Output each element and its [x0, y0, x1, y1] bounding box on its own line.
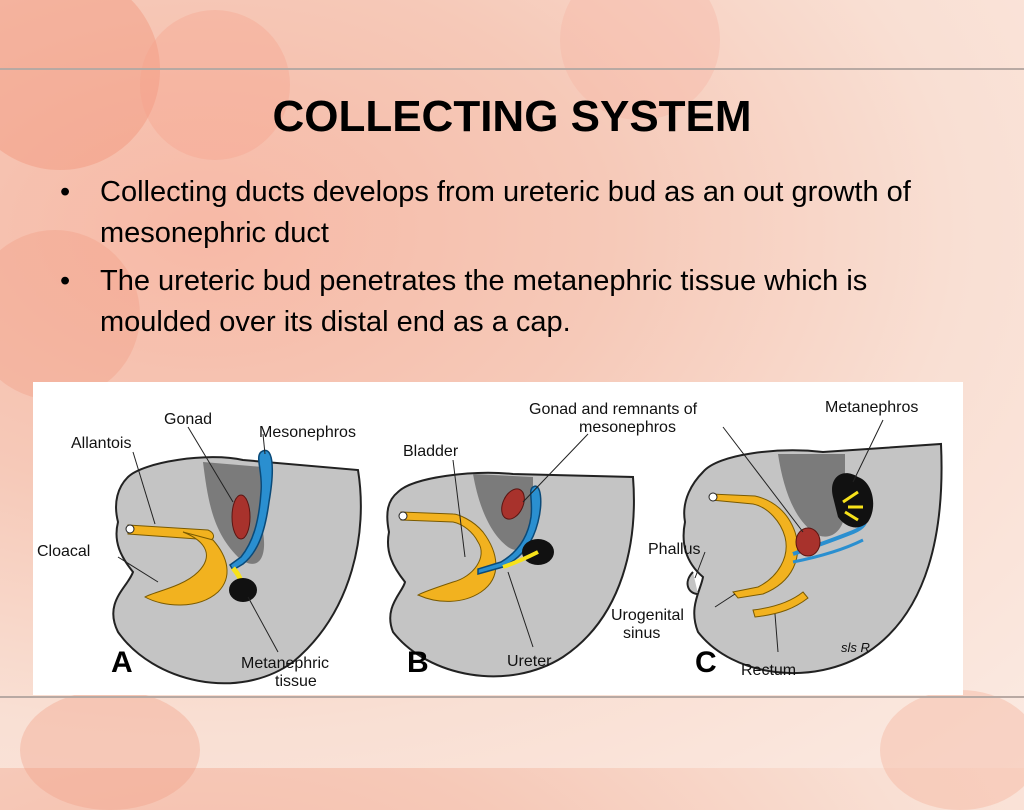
bullet-marker: •	[60, 176, 71, 208]
panel-b-drawing	[386, 433, 635, 678]
collecting-system-diagram: Gonad Mesonephros Allantois Cloacal Meta…	[37, 399, 943, 690]
label-cloacal: Cloacal	[37, 543, 90, 560]
label-rectum: Rectum	[741, 662, 796, 679]
top-divider	[0, 68, 1024, 70]
slide-title: COLLECTING SYSTEM	[272, 92, 752, 141]
decorative-flower	[880, 690, 1024, 810]
label-phallus: Phallus	[648, 541, 700, 558]
label-ureter: Ureter	[507, 653, 552, 670]
decorative-flower	[0, 0, 160, 170]
label-gonad: Gonad	[164, 411, 212, 428]
embryology-figure: Gonad Mesonephros Allantois Cloacal Meta…	[33, 382, 963, 695]
bottom-divider	[0, 696, 1024, 698]
label-gonad-remnants-mesonephros: mesonephros	[579, 419, 676, 436]
label-urogenital-sinus: sinus	[623, 625, 660, 642]
bullet-marker: •	[60, 265, 71, 297]
bullet-text: The ureteric bud penetrates the metaneph…	[100, 265, 868, 338]
label-metanephros: Metanephros	[825, 399, 918, 416]
label-metanephric-tissue: tissue	[275, 673, 317, 690]
bullet-item: • The ureteric bud penetrates the metane…	[58, 261, 958, 343]
bullet-text: Collecting ducts develops from ureteric …	[100, 176, 911, 249]
label-bladder: Bladder	[403, 443, 459, 460]
label-urogenital: Urogenital	[611, 607, 684, 624]
panel-letter-c: C	[695, 646, 717, 679]
panel-c-drawing	[682, 419, 943, 675]
bullet-list: • Collecting ducts develops from ureteri…	[58, 172, 958, 350]
panel-letter-b: B	[407, 646, 429, 679]
bullet-item: • Collecting ducts develops from ureteri…	[58, 172, 958, 254]
artist-signature: sls R	[841, 640, 870, 655]
label-mesonephros: Mesonephros	[259, 424, 356, 441]
label-gonad-remnants: Gonad and remnants of	[529, 401, 698, 418]
decorative-flower	[0, 230, 140, 400]
decorative-flower	[140, 10, 290, 160]
panel-letter-a: A	[111, 646, 133, 679]
panel-a-drawing	[112, 426, 362, 685]
label-allantois: Allantois	[71, 435, 131, 452]
decorative-flower	[20, 690, 200, 810]
label-metanephric: Metanephric	[241, 655, 329, 672]
